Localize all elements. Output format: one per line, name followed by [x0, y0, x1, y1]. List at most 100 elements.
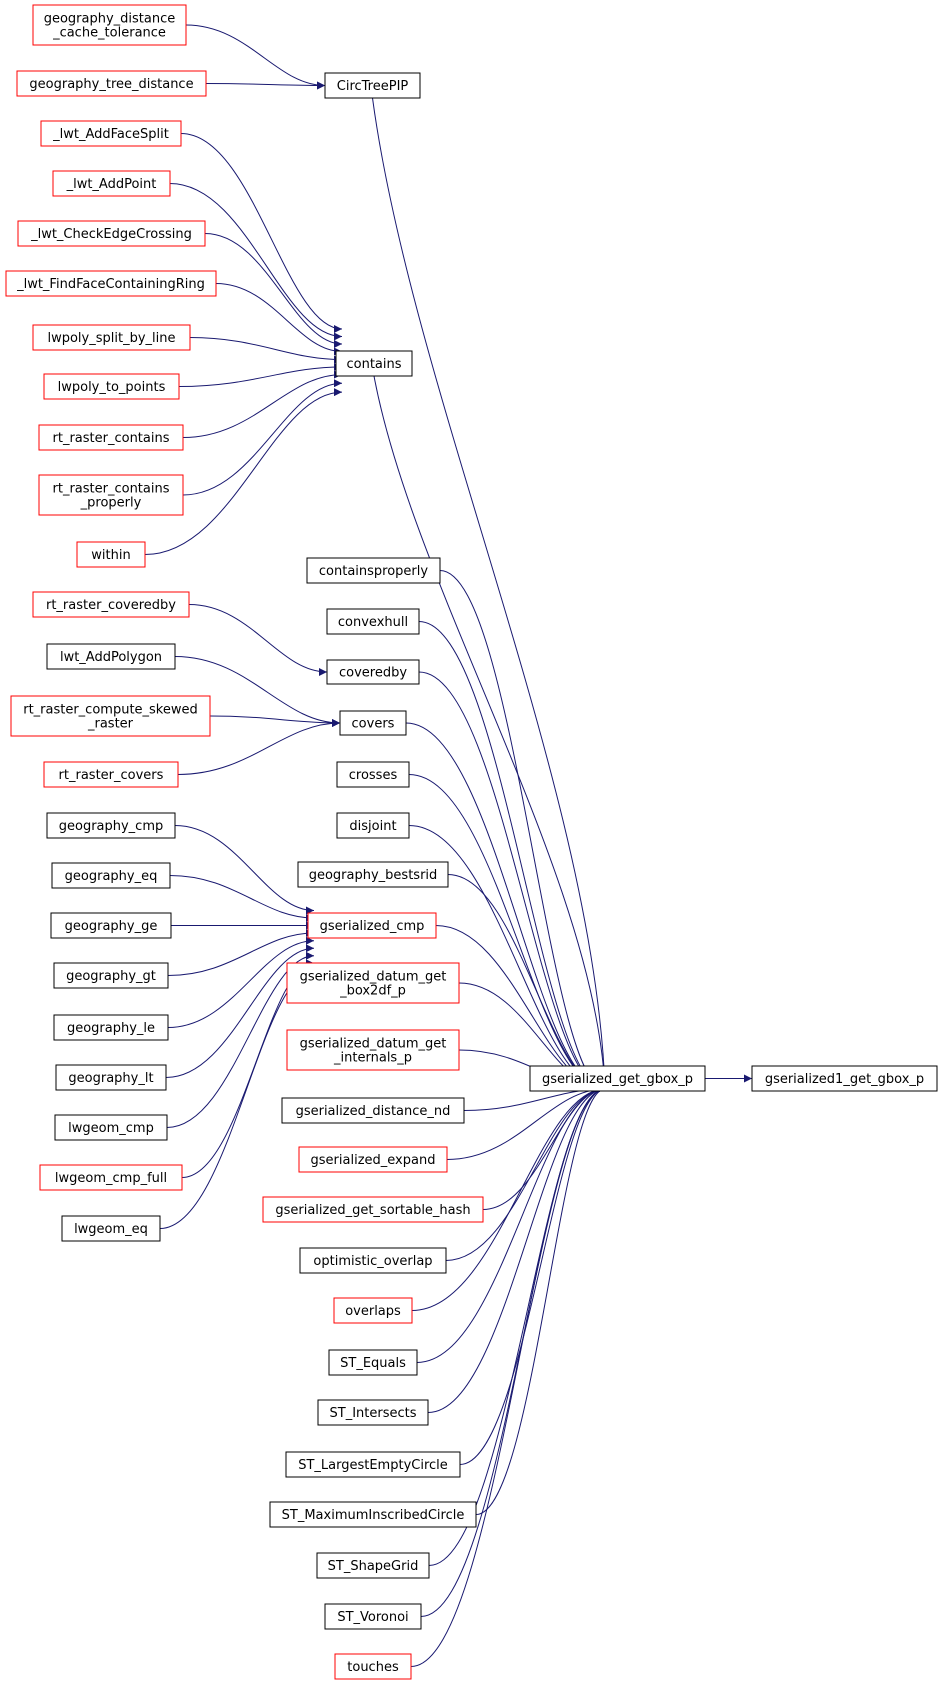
node-checkedge[interactable]: _lwt_CheckEdgeCrossing: [17, 220, 206, 247]
node-overlaps[interactable]: overlaps: [333, 1297, 413, 1324]
node-box: [285, 1451, 461, 1478]
node-root[interactable]: gserialized1_get_gbox_p: [751, 1065, 938, 1092]
node-rrskewed[interactable]: rt_raster_compute_skewed_raster: [10, 695, 211, 737]
node-label: gserialized_get_gbox_p: [542, 1072, 693, 1087]
node-addpolygon[interactable]: lwt_AddPolygon: [46, 643, 176, 670]
node-geq[interactable]: geography_eq: [51, 862, 171, 889]
node-box2df[interactable]: gserialized_datum_get_box2df_p: [286, 962, 460, 1004]
node-label: ST_Equals: [340, 1356, 406, 1371]
edge-stequals-to-hub: [416, 1085, 606, 1363]
edge-expand-to-hub: [446, 1085, 606, 1160]
node-glt[interactable]: geography_lt: [55, 1064, 167, 1091]
node-gtd[interactable]: geography_tree_distance: [16, 70, 207, 97]
node-label: _lwt_CheckEdgeCrossing: [30, 227, 192, 242]
node-addfacesplit[interactable]: _lwt_AddFaceSplit: [40, 120, 182, 147]
node-box: [307, 912, 437, 939]
edge-glt-to-gserialized_cmp: [165, 944, 315, 1078]
node-stintersects[interactable]: ST_Intersects: [317, 1399, 429, 1426]
node-crosses[interactable]: crosses: [336, 761, 410, 788]
node-box: [40, 120, 182, 147]
node-optimistic[interactable]: optimistic_overlap: [299, 1247, 447, 1274]
node-containsproperly[interactable]: containsproperly: [306, 557, 441, 584]
node-label: disjoint: [349, 819, 396, 834]
node-label: _internals_p: [333, 1051, 412, 1066]
node-gcmp[interactable]: geography_cmp: [46, 812, 176, 839]
node-findface[interactable]: _lwt_FindFaceContainingRing: [5, 270, 217, 297]
node-internals[interactable]: gserialized_datum_get_internals_p: [286, 1029, 460, 1071]
node-label: lwgeom_cmp: [68, 1121, 154, 1136]
node-label: geography_eq: [65, 869, 158, 884]
edge-addpoint-to-contains: [169, 183, 343, 341]
node-stequals[interactable]: ST_Equals: [328, 1349, 418, 1376]
node-within[interactable]: within: [76, 541, 146, 568]
node-hub[interactable]: gserialized_get_gbox_p: [529, 1065, 706, 1092]
node-box: [53, 962, 169, 989]
node-stshape[interactable]: ST_ShapeGrid: [316, 1552, 430, 1579]
node-box: [286, 962, 460, 1004]
node-label: ST_LargestEmptyCircle: [298, 1458, 448, 1473]
node-rrcovers[interactable]: rt_raster_covers: [43, 761, 179, 788]
node-lwcmpfull[interactable]: lwgeom_cmp_full: [39, 1164, 183, 1191]
node-distnd[interactable]: gserialized_distance_nd: [281, 1097, 465, 1124]
node-stvoronoi[interactable]: ST_Voronoi: [324, 1603, 422, 1630]
edge-containsproperly-to-hub: [439, 570, 606, 1093]
node-stmaximum[interactable]: ST_MaximumInscribedCircle: [269, 1501, 477, 1528]
edge-optimistic-to-hub: [445, 1085, 606, 1261]
node-label: geography_le: [67, 1021, 155, 1036]
node-rrcoveredby[interactable]: rt_raster_coveredby: [32, 591, 190, 618]
node-label: geography_cmp: [59, 819, 164, 834]
node-disjoint[interactable]: disjoint: [336, 812, 410, 839]
node-addpoint[interactable]: _lwt_AddPoint: [52, 170, 171, 197]
node-label: gserialized_distance_nd: [296, 1104, 451, 1119]
node-rrcontains[interactable]: rt_raster_contains: [38, 424, 184, 451]
node-box: [46, 643, 176, 670]
node-touches[interactable]: touches: [334, 1653, 412, 1680]
node-label: optimistic_overlap: [313, 1254, 432, 1269]
node-label: gserialized1_get_gbox_p: [765, 1072, 924, 1087]
node-box: [339, 710, 407, 736]
node-box: [54, 1114, 168, 1141]
node-expand[interactable]: gserialized_expand: [298, 1146, 448, 1173]
edge-geq-to-gserialized_cmp: [169, 875, 315, 922]
node-convexhull[interactable]: convexhull: [326, 608, 420, 635]
node-contains[interactable]: contains: [335, 350, 413, 377]
edge-rrcovers-to-covers: [177, 719, 341, 775]
node-label: overlaps: [345, 1304, 401, 1319]
node-box: [17, 220, 206, 247]
node-lwcmp[interactable]: lwgeom_cmp: [54, 1114, 168, 1141]
node-topoints[interactable]: lwpoly_to_points: [43, 373, 180, 400]
node-label: _lwt_AddFaceSplit: [52, 127, 169, 142]
node-covers[interactable]: covers: [339, 710, 407, 736]
node-sortable[interactable]: gserialized_get_sortable_hash: [262, 1196, 484, 1223]
node-box: [326, 659, 420, 685]
node-box: [55, 1064, 167, 1091]
node-gle[interactable]: geography_le: [53, 1014, 169, 1041]
edge-stlargest-to-hub: [459, 1085, 606, 1465]
node-box: [281, 1097, 465, 1124]
node-splitbyline[interactable]: lwpoly_split_by_line: [32, 324, 191, 351]
node-stlargest[interactable]: ST_LargestEmptyCircle: [285, 1451, 461, 1478]
node-box: [333, 1297, 413, 1324]
node-rrcontainsprop[interactable]: rt_raster_contains_properly: [38, 474, 184, 516]
node-gdct[interactable]: geography_distance_cache_tolerance: [32, 4, 187, 46]
node-ggt[interactable]: geography_gt: [53, 962, 169, 989]
node-lweq[interactable]: lwgeom_eq: [61, 1215, 161, 1242]
node-label: CircTreePIP: [337, 79, 409, 94]
node-label: gserialized_cmp: [320, 919, 425, 934]
node-box: [298, 1146, 448, 1173]
node-bestsrid[interactable]: geography_bestsrid: [297, 861, 449, 888]
nodes: gserialized1_get_gbox_p gserialized_get_g…: [5, 4, 938, 1680]
node-coveredby[interactable]: coveredby: [326, 659, 420, 685]
node-gserialized_cmp[interactable]: gserialized_cmp: [307, 912, 437, 939]
node-box: [324, 72, 421, 99]
node-label: lwgeom_cmp_full: [55, 1171, 167, 1186]
edge-stmaximum-to-hub: [475, 1085, 606, 1515]
edge-gtd-to-circtreepip: [205, 81, 326, 90]
node-label: rt_raster_contains: [53, 482, 170, 497]
edge-touches-to-hub: [410, 1085, 606, 1667]
edge-addpolygon-to-covers: [174, 656, 341, 727]
node-label: geography_lt: [68, 1071, 153, 1086]
node-gge[interactable]: geography_ge: [50, 912, 172, 939]
node-circtreepip[interactable]: CircTreePIP: [324, 72, 421, 99]
node-box: [751, 1065, 938, 1092]
